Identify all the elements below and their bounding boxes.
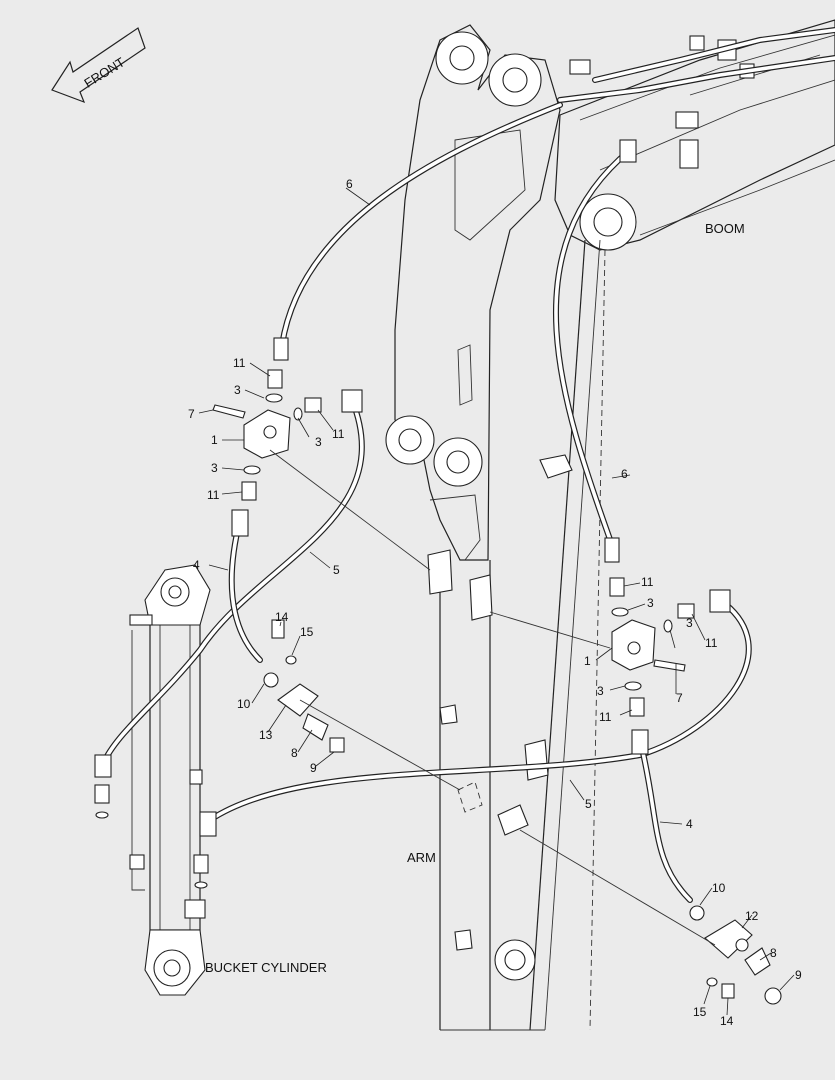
callout-4-left: 4 [193, 558, 200, 572]
clamp-assembly-left [263, 619, 345, 753]
callout-1-right: 1 [584, 654, 591, 668]
callout-10-right: 10 [712, 881, 726, 895]
callout-3-f: 3 [597, 684, 604, 698]
front-label: FRONT [81, 54, 127, 90]
callout-14-left: 14 [275, 610, 289, 624]
boom-label: BOOM [705, 221, 745, 236]
callout-9-right: 9 [795, 968, 802, 982]
callout-8-left: 8 [291, 746, 298, 760]
callout-10-left: 10 [237, 697, 251, 711]
callout-11-f: 11 [599, 710, 612, 724]
callout-leaders [198, 187, 795, 1016]
arm-structure: ARM [385, 24, 606, 1031]
block-assembly-right [609, 577, 695, 717]
callout-14-right: 14 [720, 1014, 734, 1028]
cylinder-fittings [94, 784, 209, 889]
callout-11-a: 11 [233, 356, 246, 370]
front-direction-arrow: FRONT [51, 27, 146, 104]
boom-structure: BOOM [554, 19, 835, 251]
callout-11-d: 11 [641, 575, 654, 589]
bucket-cylinder-label: BUCKET CYLINDER [205, 960, 327, 975]
callout-13-left: 13 [259, 728, 273, 742]
callout-numbers: 6 6 11 3 7 1 3 11 3 11 4 5 14 15 10 13 8… [188, 177, 802, 1028]
callout-15-right: 15 [693, 1005, 707, 1019]
hose-4-right [631, 729, 693, 903]
hose-6-left [273, 102, 563, 361]
callout-15-left: 15 [300, 625, 314, 639]
callout-3-c: 3 [315, 435, 322, 449]
callout-3-a: 3 [234, 383, 241, 397]
hose-4-left [228, 509, 263, 663]
callout-6-right: 6 [621, 467, 628, 481]
clamp-assembly-right [689, 905, 782, 1005]
callout-5-right: 5 [585, 797, 592, 811]
hose-5-left [94, 389, 365, 778]
arm-label: ARM [407, 850, 436, 865]
hose-6-right [552, 139, 637, 563]
callout-11-b: 11 [207, 488, 220, 502]
callout-9-left: 9 [310, 761, 317, 775]
callout-5-left: 5 [333, 563, 340, 577]
callout-8-right: 8 [770, 946, 777, 960]
callout-1-left: 1 [211, 433, 218, 447]
guide-lines [269, 449, 716, 946]
callout-7-left: 7 [188, 407, 195, 421]
callout-3-e: 3 [686, 616, 693, 630]
callout-3-b: 3 [211, 461, 218, 475]
callout-4-right: 4 [686, 817, 693, 831]
hose-5-right [199, 589, 752, 837]
callout-11-e: 11 [705, 636, 718, 650]
bucket-cylinder: BUCKET CYLINDER [129, 564, 327, 996]
callout-11-c: 11 [332, 427, 345, 441]
block-assembly-left [212, 369, 322, 501]
callout-3-d: 3 [647, 596, 654, 610]
callout-6-top: 6 [346, 177, 353, 191]
callout-7-right: 7 [676, 691, 683, 705]
callout-12-right: 12 [745, 909, 759, 923]
